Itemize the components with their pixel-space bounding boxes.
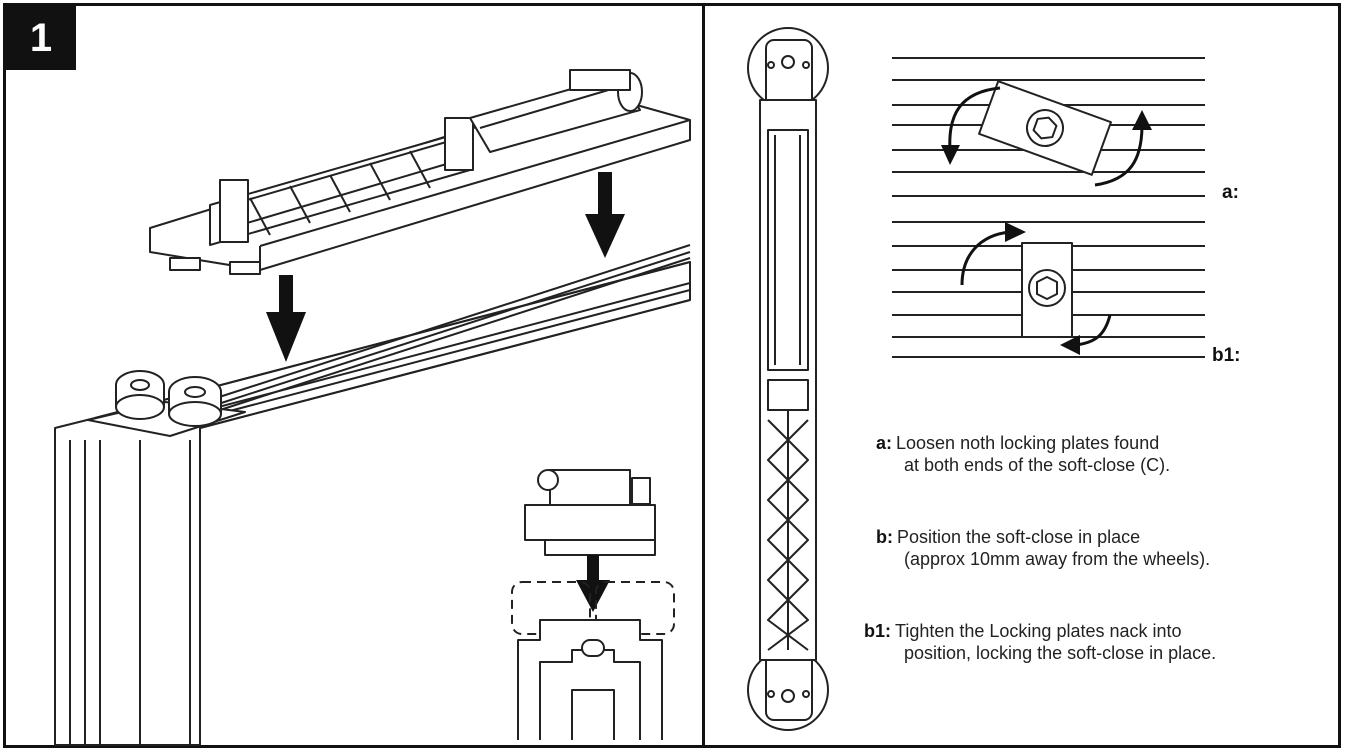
label-a: a: [1222,182,1239,203]
step-number-badge: 1 [6,6,76,70]
instruction-a: a:Loosen noth locking plates found at bo… [876,432,1170,476]
soft-close-side-view-drawing [747,27,829,731]
instruction-key: b: [876,527,893,547]
down-arrows [266,172,625,362]
instruction-b1: b1:Tighten the Locking plates nack into … [864,620,1216,664]
locking-plate-detail-drawing [892,57,1205,358]
instruction-text: Position the soft-close in place [897,527,1141,547]
instruction-key: b1: [864,621,891,641]
instruction-text: position, locking the soft-close in plac… [904,643,1217,663]
label-b1: b1: [1212,345,1241,366]
instruction-key: a: [876,433,893,453]
wheel-cross-section-drawing [511,469,675,740]
instruction-text: Tighten the Locking plates nack into [895,621,1182,641]
instruction-b: b:Position the soft-close in place (appr… [876,526,1210,570]
diagram-frame [3,3,1341,748]
instruction-text: (approx 10mm away from the wheels). [904,549,1211,569]
panel-divider [702,3,705,748]
instruction-text: at both ends of the soft-close (C). [904,455,1171,475]
instruction-text: Loosen noth locking plates found [896,433,1160,453]
door-frame-drawing [54,244,691,746]
soft-close-mechanism-drawing [149,69,691,275]
wheel-pair-drawing [115,370,222,427]
